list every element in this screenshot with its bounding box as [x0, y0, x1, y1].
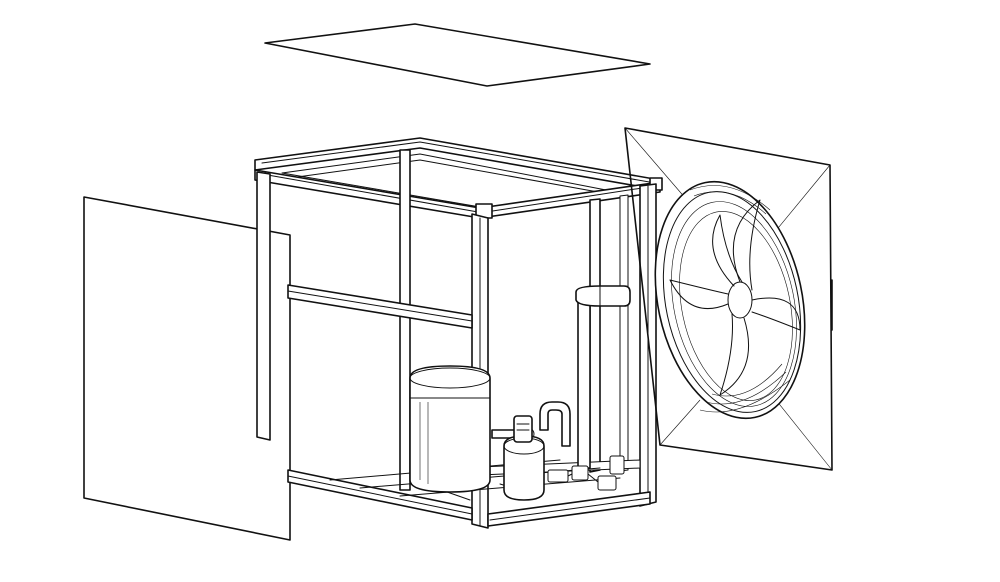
piping	[491, 285, 631, 469]
accumulator	[503, 415, 545, 501]
valves	[547, 455, 625, 491]
top-panel	[264, 23, 651, 87]
fan	[654, 180, 806, 420]
left-side-panel	[83, 196, 291, 541]
compressor	[409, 365, 491, 493]
